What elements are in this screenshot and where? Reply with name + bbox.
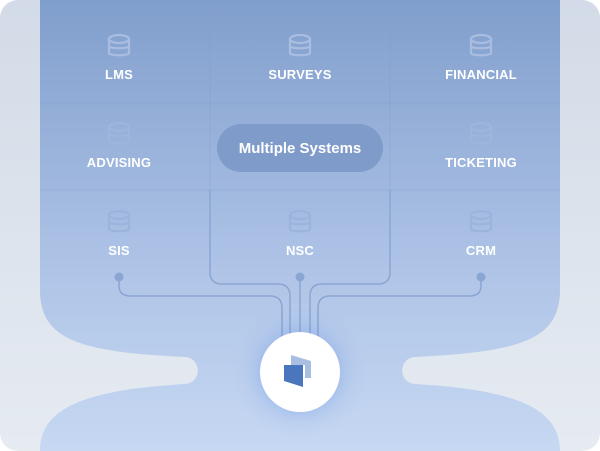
- database-icon: [469, 121, 493, 145]
- system-financial: FINANCIAL: [401, 33, 561, 82]
- database-icon: [469, 209, 493, 233]
- database-icon: [288, 33, 312, 57]
- connector-lines: [118, 190, 482, 338]
- database-icon: [107, 209, 131, 233]
- system-advising: ADVISING: [39, 121, 199, 170]
- stacked-pages-logo-icon: [284, 355, 311, 387]
- database-icon: [107, 121, 131, 145]
- system-label: LMS: [104, 67, 134, 82]
- system-nsc: NSC: [220, 209, 380, 258]
- system-surveys: SURVEYS: [220, 33, 380, 82]
- system-label: TICKETING: [445, 155, 517, 170]
- database-icon: [288, 209, 312, 233]
- system-lms: LMS: [39, 33, 199, 82]
- system-label: ADVISING: [86, 155, 152, 170]
- system-label: NSC: [285, 243, 315, 258]
- system-crm: CRM: [401, 209, 561, 258]
- database-icon: [107, 33, 131, 57]
- blue-panel: [40, 0, 560, 451]
- system-label: SURVEYS: [268, 67, 332, 82]
- multiple-systems-pill: Multiple Systems: [217, 124, 383, 172]
- grid-lines: [40, 0, 560, 191]
- system-ticketing: TICKETING: [401, 121, 561, 170]
- system-label: SIS: [108, 243, 130, 258]
- hub-circle: [260, 332, 340, 412]
- database-icon: [469, 33, 493, 57]
- connector-dots: [114, 272, 486, 282]
- system-label: CRM: [465, 243, 497, 258]
- system-sis: SIS: [39, 209, 199, 258]
- system-label: FINANCIAL: [445, 67, 517, 82]
